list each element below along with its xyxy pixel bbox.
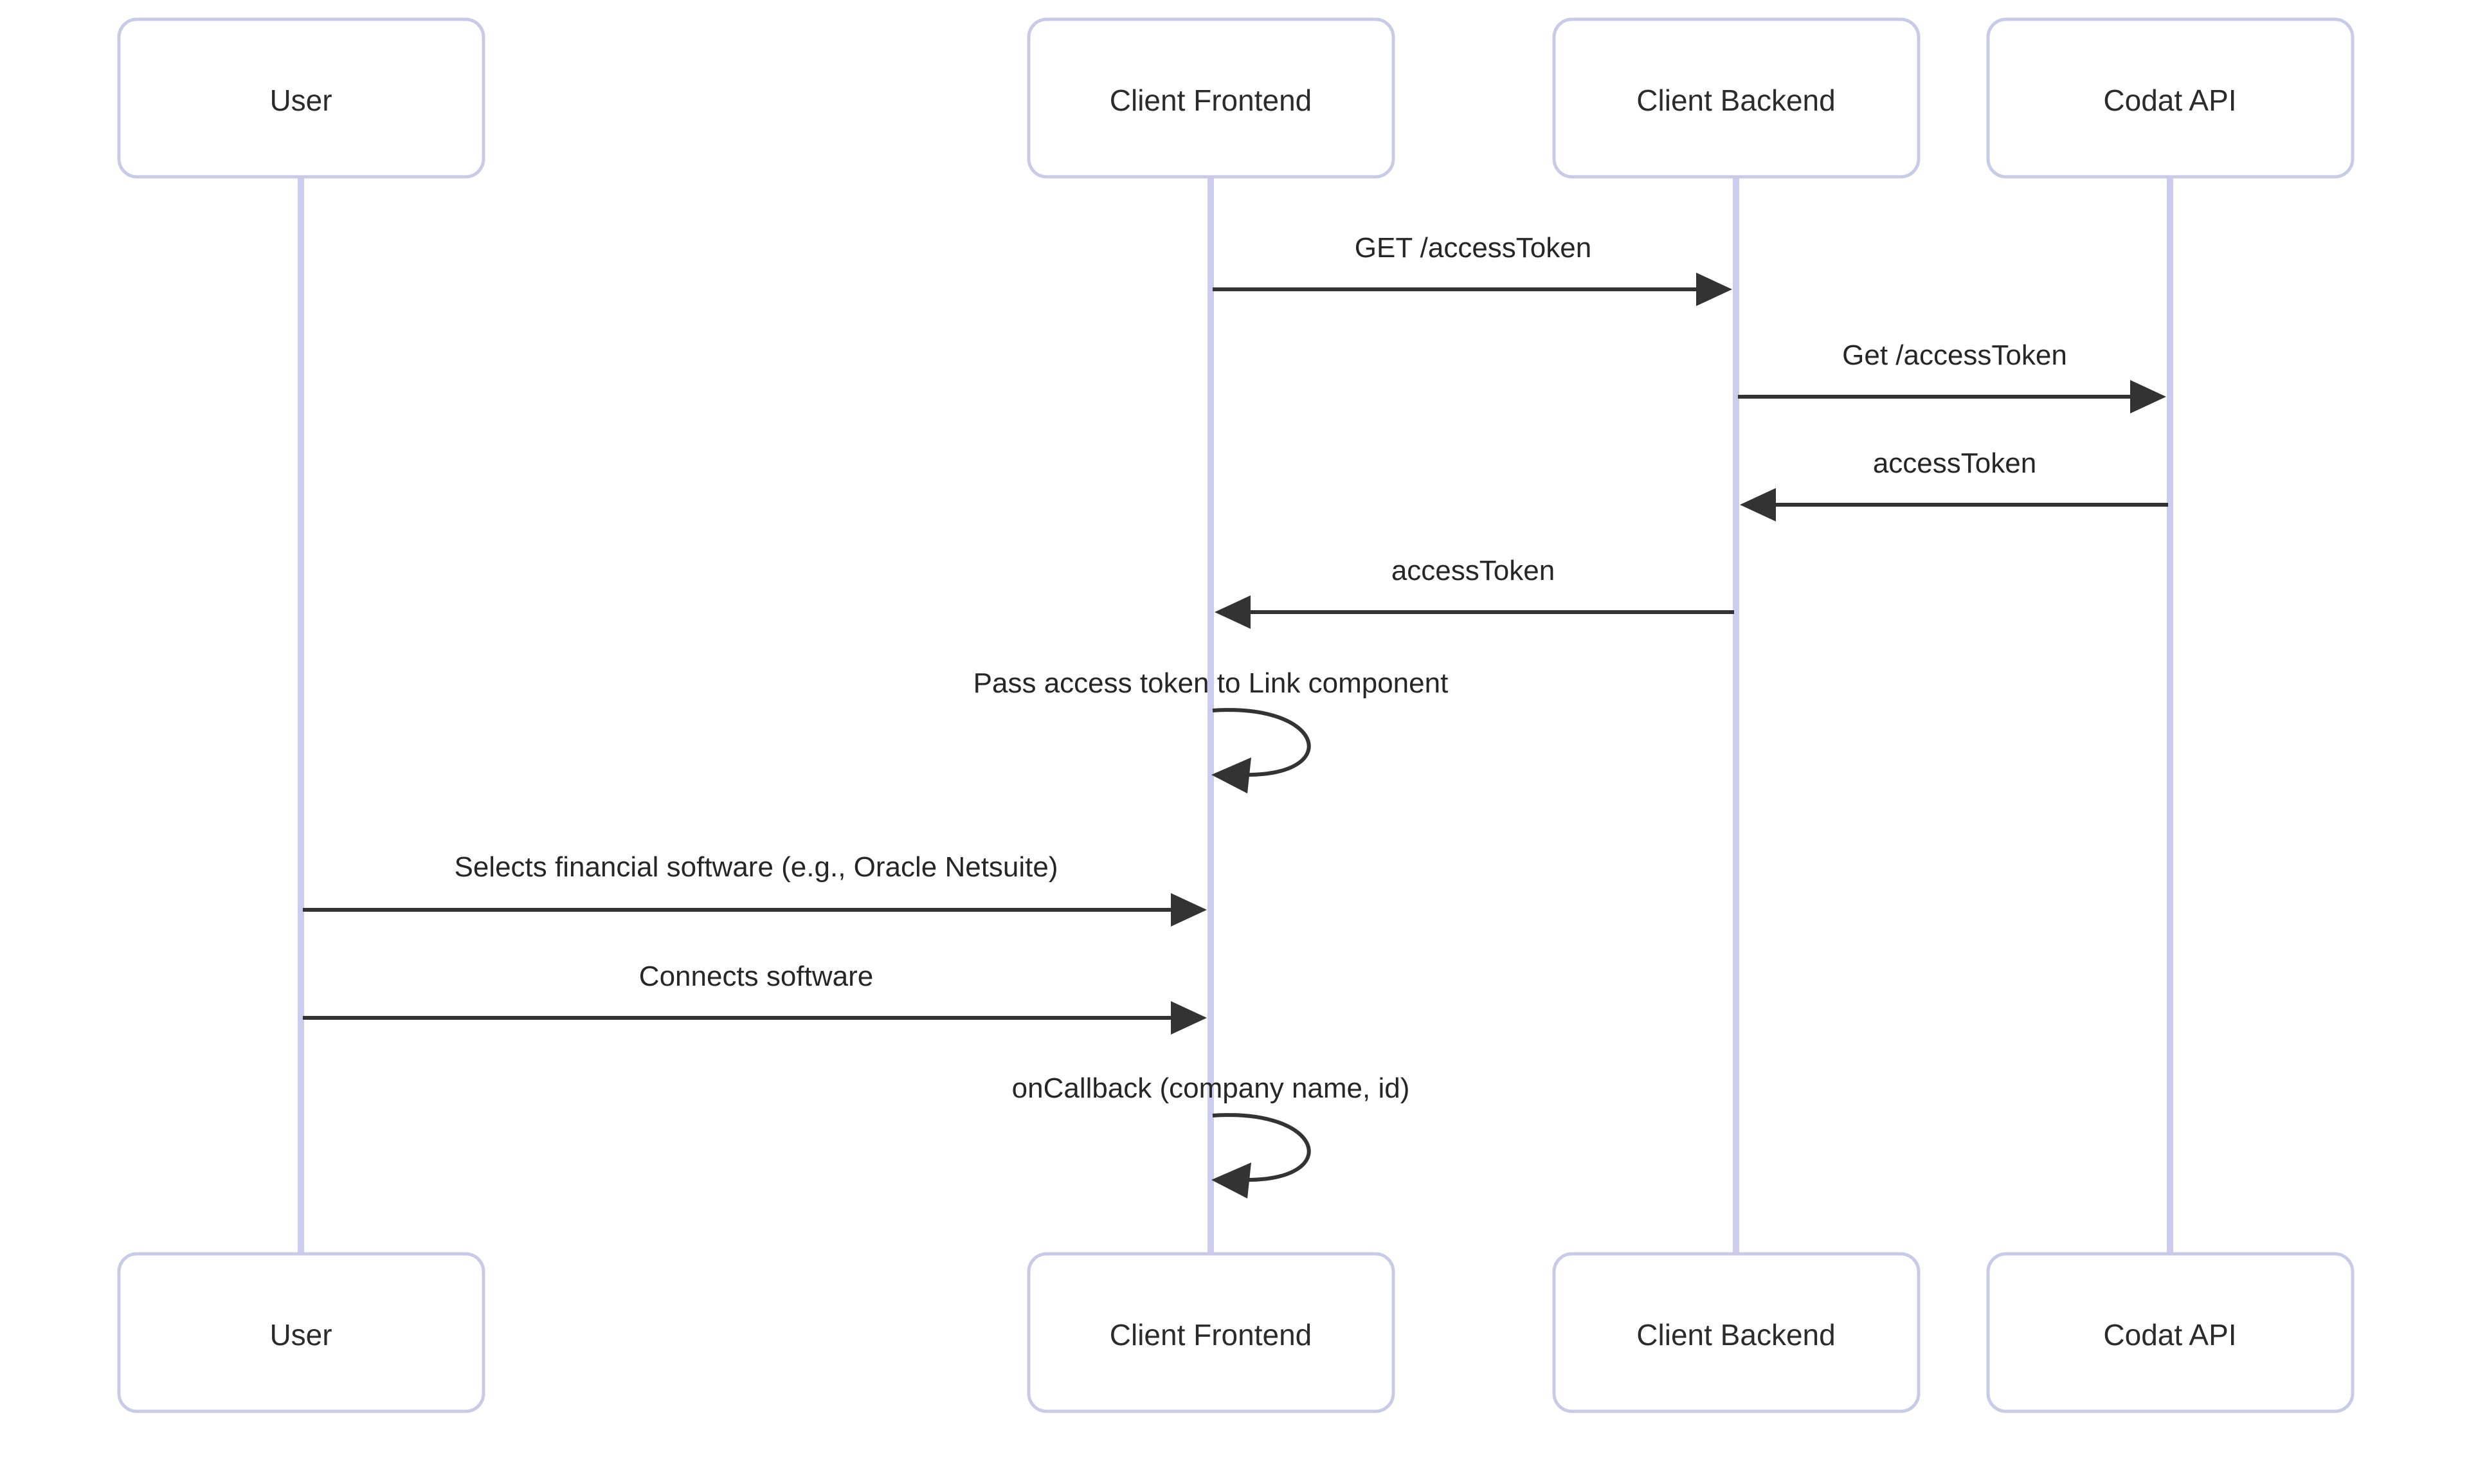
participant-rect-codat-api-top [1986, 17, 2355, 179]
message-oncallback-self-loop[interactable]: onCallback (company name, id) [1012, 1072, 1410, 1199]
participant-rect-client-backend-bottom [1552, 1252, 1921, 1413]
message-label-7: Connects software [639, 961, 873, 992]
lifelines-layer [298, 177, 2173, 1254]
participants-footer: User Client Frontend Client Backend Coda… [117, 1252, 2355, 1413]
participant-label-client-frontend-top: Client Frontend [1110, 84, 1312, 117]
participant-label-codat-api-top: Codat API [2103, 84, 2236, 117]
message-label-6: Selects financial software (e.g., Oracle… [454, 851, 1058, 883]
message-selects-financial-software[interactable]: Selects financial software (e.g., Oracle… [303, 851, 1207, 927]
participants-header: User Client Frontend Client Backend Coda… [117, 17, 2355, 179]
participant-box-codat-api-top[interactable]: Codat API [1986, 17, 2355, 179]
participant-box-user-bottom[interactable]: User [117, 1252, 485, 1413]
messages-layer: GET /accessToken Get /accessToken access… [303, 232, 2168, 1199]
message-label-3: accessToken [1873, 448, 2036, 479]
message-label-1: GET /accessToken [1355, 232, 1591, 264]
message-accesstoken-from-codat[interactable]: accessToken [1740, 448, 2168, 521]
arrow-head-right-6 [1171, 893, 1207, 927]
participant-rect-user-top [117, 17, 485, 179]
arrow-head-right-7 [1171, 1001, 1207, 1035]
participant-box-client-backend-bottom[interactable]: Client Backend [1552, 1252, 1921, 1413]
participant-label-client-backend-top: Client Backend [1636, 84, 1835, 117]
message-self-loop-path-5 [1212, 708, 1311, 777]
arrow-head-left-5 [1211, 757, 1251, 793]
participant-box-user-top[interactable]: User [117, 17, 485, 179]
message-label-2: Get /accessToken [1842, 339, 2067, 371]
participant-rect-client-frontend-top [1027, 17, 1395, 179]
message-label-4: accessToken [1391, 555, 1555, 586]
arrow-head-left-8 [1211, 1163, 1251, 1199]
participant-rect-user-bottom [117, 1252, 485, 1413]
arrow-head-right-1 [1696, 273, 1732, 306]
message-get-accesstoken-upstream[interactable]: Get /accessToken [1738, 339, 2166, 413]
message-self-loop-path-8 [1212, 1113, 1311, 1182]
participant-rect-codat-api-bottom [1986, 1252, 2355, 1413]
participant-label-user-bottom: User [269, 1318, 332, 1352]
message-label-5: Pass access token to Link component [973, 667, 1449, 699]
participant-label-client-frontend-bottom: Client Frontend [1110, 1318, 1312, 1352]
arrow-head-left-3 [1740, 488, 1776, 521]
participant-label-codat-api-bottom: Codat API [2103, 1318, 2236, 1352]
message-accesstoken-to-frontend[interactable]: accessToken [1215, 555, 1734, 629]
arrow-head-right-2 [2130, 380, 2166, 413]
message-connects-software[interactable]: Connects software [303, 961, 1207, 1035]
message-pass-access-token-self-loop[interactable]: Pass access token to Link component [973, 667, 1449, 793]
participant-box-client-backend-top[interactable]: Client Backend [1552, 17, 1921, 179]
participant-box-client-frontend-bottom[interactable]: Client Frontend [1027, 1252, 1395, 1413]
participant-box-codat-api-bottom[interactable]: Codat API [1986, 1252, 2355, 1413]
arrow-head-left-4 [1215, 595, 1251, 629]
message-label-8: onCallback (company name, id) [1012, 1072, 1410, 1104]
participant-label-client-backend-bottom: Client Backend [1636, 1318, 1835, 1352]
participant-label-user-top: User [269, 84, 332, 117]
message-get-accesstoken[interactable]: GET /accessToken [1213, 232, 1732, 306]
participant-box-client-frontend-top[interactable]: Client Frontend [1027, 17, 1395, 179]
participant-rect-client-frontend-bottom [1027, 1252, 1395, 1413]
participant-rect-client-backend-top [1552, 17, 1921, 179]
